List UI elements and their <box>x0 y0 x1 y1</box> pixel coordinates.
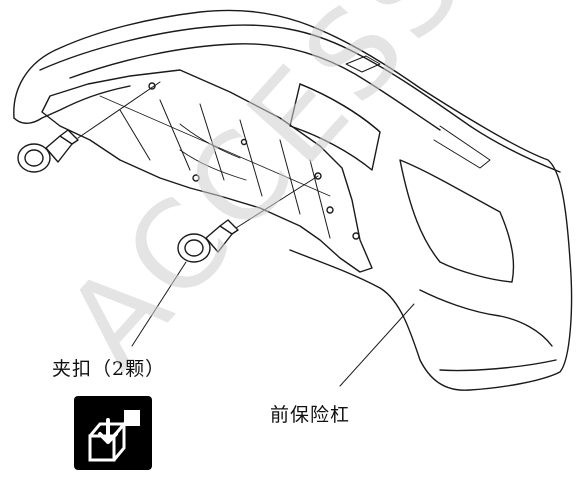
clip-lower <box>177 219 239 263</box>
mounting-frame <box>41 69 373 273</box>
leader-bumper <box>339 303 415 387</box>
clip-callout-label: 夹扣（2颗） <box>52 358 166 380</box>
bumper-outline <box>13 9 573 391</box>
bumper-top-edge <box>39 24 561 173</box>
side-panel <box>419 289 553 347</box>
guide-line-lower <box>235 175 319 229</box>
bumper-callout-label: 前保险杠 <box>270 404 351 426</box>
bumper-inner-top <box>69 43 441 131</box>
clip-upper <box>17 129 79 173</box>
bumper-lower-edge <box>13 85 131 124</box>
lower-intake <box>399 159 515 283</box>
guide-line-upper <box>77 81 161 139</box>
part-icon-graphic <box>74 396 152 470</box>
leader-clip <box>131 261 187 347</box>
